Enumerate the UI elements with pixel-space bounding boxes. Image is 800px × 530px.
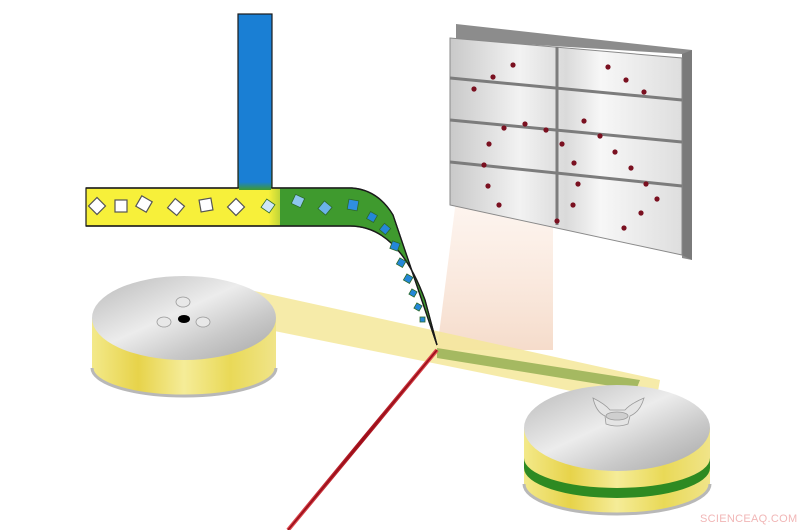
hub-screws bbox=[156, 296, 211, 328]
detector-screen bbox=[449, 24, 692, 260]
watermark: SCIENCEAQ.COM bbox=[700, 513, 798, 525]
tape-strip bbox=[230, 290, 660, 408]
hub-hole bbox=[178, 315, 190, 323]
left-tape-reel bbox=[90, 276, 278, 398]
wing-nut-icon bbox=[592, 397, 645, 427]
yellow-stream-particles bbox=[87, 194, 246, 217]
green-stream-particles bbox=[260, 193, 426, 323]
scattered-light-cone bbox=[437, 200, 553, 350]
diffraction-spots bbox=[471, 62, 660, 231]
tape-green-track bbox=[437, 348, 640, 390]
right-tape-reel bbox=[522, 385, 712, 516]
